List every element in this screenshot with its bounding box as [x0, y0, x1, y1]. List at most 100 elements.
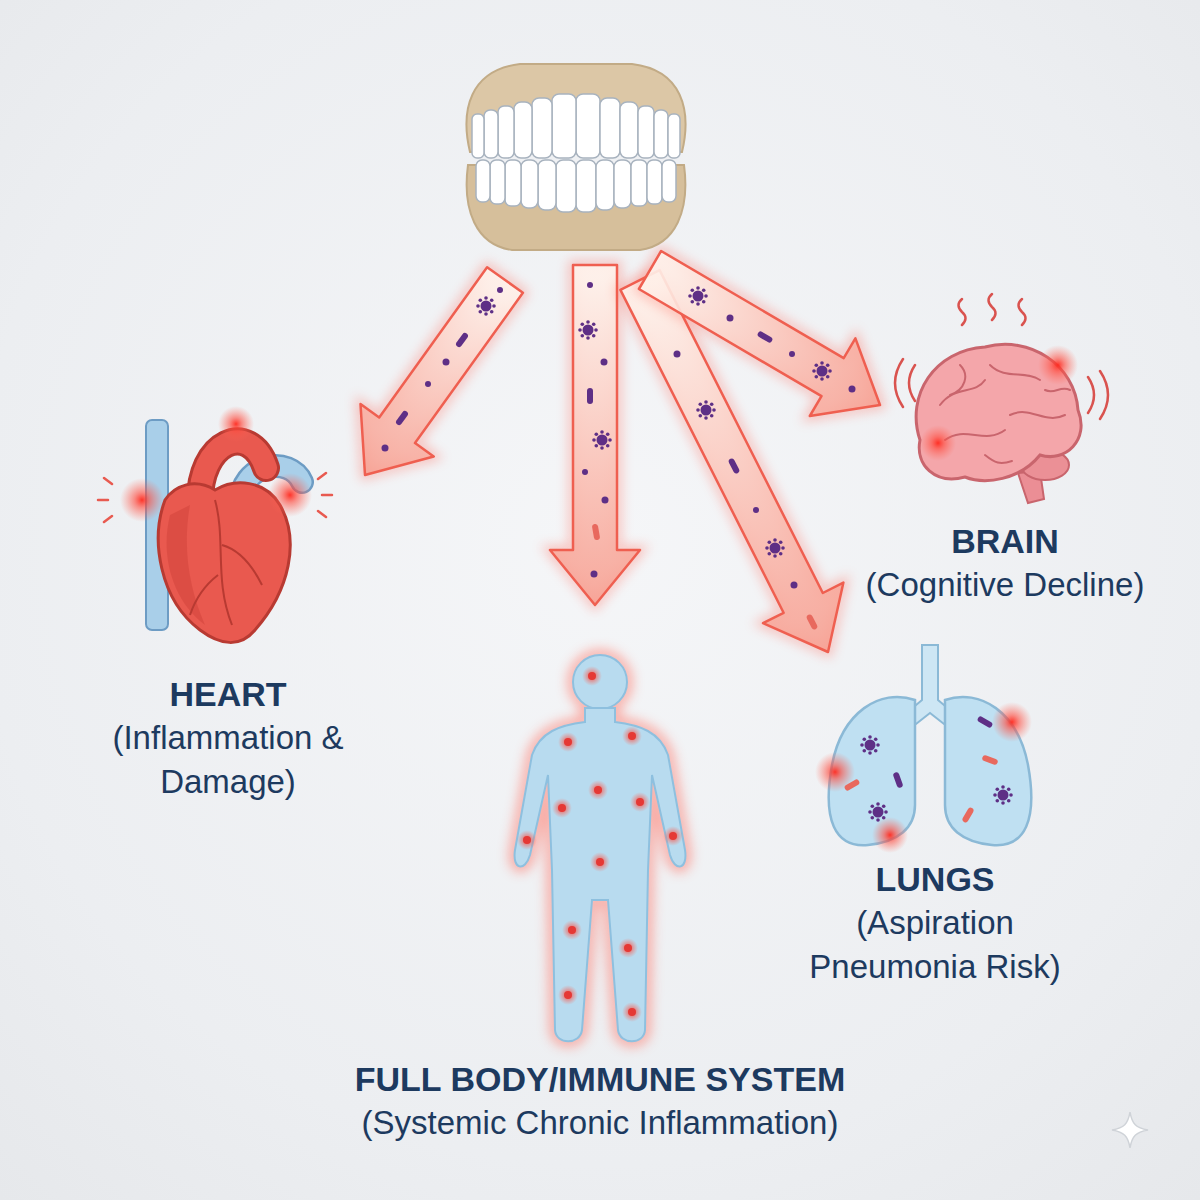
rod-bacterium [977, 715, 994, 728]
tooth [668, 114, 680, 158]
virus-particle [993, 785, 1013, 805]
tooth [654, 110, 668, 158]
brain-figure [895, 294, 1108, 503]
tooth [600, 98, 620, 158]
arrow-to-body [550, 265, 640, 605]
rod-bacterium [806, 614, 819, 631]
tooth [620, 102, 638, 158]
wave-mark [959, 294, 1026, 325]
bacteria-dot [497, 287, 503, 293]
bacteria-arrows [361, 251, 881, 652]
tooth [476, 160, 490, 202]
inflammation-spot [562, 920, 582, 940]
upper-teeth [472, 94, 680, 158]
virus-particle [765, 538, 785, 558]
bacteria-dot [789, 351, 795, 357]
tooth [556, 160, 576, 212]
inflammation-spot [582, 666, 602, 686]
bacteria-dot [753, 507, 759, 513]
inflammation-spot [558, 732, 578, 752]
organ-name: HEART [169, 672, 286, 716]
inflammation-spot [622, 1002, 642, 1022]
lower-teeth [476, 160, 676, 212]
tooth [472, 114, 484, 158]
inflammation-spot [590, 852, 610, 872]
tooth [647, 160, 662, 204]
tooth [631, 160, 647, 206]
virus-particle [696, 400, 716, 420]
inflammation-spot [558, 985, 578, 1005]
virus-particle [476, 296, 496, 316]
virus-particle [578, 320, 598, 340]
arrow-glow [639, 251, 880, 416]
bacteria-dot [727, 315, 734, 322]
effect-note: (Systemic Chronic Inflammation) [362, 1101, 839, 1145]
inflammation-glow [815, 752, 855, 792]
inflammation-spot [663, 826, 683, 846]
bacteria-dot [382, 445, 389, 452]
bacteria-dot [425, 381, 431, 387]
inflammation-spot [630, 792, 650, 812]
inflammation-glow [992, 702, 1032, 742]
inflammation-spot [622, 726, 642, 746]
inflammation-glow [218, 406, 254, 442]
tooth [596, 160, 614, 210]
tooth [662, 160, 676, 202]
sparkle-watermark [1112, 1112, 1148, 1148]
organ-name: LUNGS [876, 857, 995, 901]
tooth [484, 110, 498, 158]
body-silhouette [515, 708, 686, 1041]
tooth [576, 94, 600, 158]
bacteria-dot [849, 386, 856, 393]
organ-name: BRAIN [951, 519, 1059, 563]
rod-bacterium [395, 410, 409, 426]
effect-note: (Cognitive Decline) [866, 563, 1145, 607]
organ-label: FULL BODY/IMMUNE SYSTEM(Systemic Chronic… [349, 1053, 852, 1149]
effect-note: (Inflammation & Damage) [98, 716, 358, 804]
bacteria-particles [382, 282, 856, 630]
bacteria-dot [587, 282, 593, 288]
rod-bacterium [757, 330, 774, 343]
organ-name: FULL BODY/IMMUNE SYSTEM [355, 1057, 846, 1101]
pulse-mark [98, 473, 332, 522]
inflammation-spot [517, 830, 537, 850]
inflammation-glow [120, 478, 164, 522]
brain-outline [916, 344, 1081, 480]
body-head [573, 655, 627, 709]
bacteria-dot [443, 359, 450, 366]
virus-particle [812, 361, 832, 381]
rod-bacterium [455, 332, 469, 348]
tooth [490, 160, 505, 204]
virus-particle [860, 735, 880, 755]
heart-figure [98, 406, 332, 642]
arrow-to-brain [639, 251, 880, 416]
rod-bacterium [892, 771, 903, 788]
effect-note: (Aspiration Pneumonia Risk) [795, 901, 1075, 989]
denture-figure [467, 64, 686, 250]
bacteria-dot [591, 571, 598, 578]
inflammation-glow [872, 817, 908, 853]
lungs-figure [815, 645, 1032, 853]
rod-bacterium [592, 524, 601, 541]
inflammation-glow [268, 473, 312, 517]
lung-right [945, 697, 1031, 845]
body-glow [515, 655, 686, 1041]
tooth [505, 160, 521, 206]
organ-label: HEART(Inflammation & Damage) [92, 668, 364, 808]
organ-label: BRAIN(Cognitive Decline) [860, 515, 1151, 611]
inflammation-spot [618, 938, 638, 958]
rod-bacterium [961, 807, 974, 824]
tooth [521, 160, 538, 208]
virus-particle [688, 286, 708, 306]
rod-bacterium [981, 754, 998, 765]
bacteria-dot [602, 497, 609, 504]
tooth [498, 106, 514, 158]
tooth [552, 94, 576, 158]
inflammation-spot [552, 798, 572, 818]
rod-bacterium [728, 458, 741, 475]
human-figure [515, 655, 686, 1041]
arrow-to-heart [361, 267, 523, 475]
inflammation-glow [920, 425, 956, 461]
heart-shade [167, 505, 205, 625]
arrow-glow [550, 265, 640, 605]
